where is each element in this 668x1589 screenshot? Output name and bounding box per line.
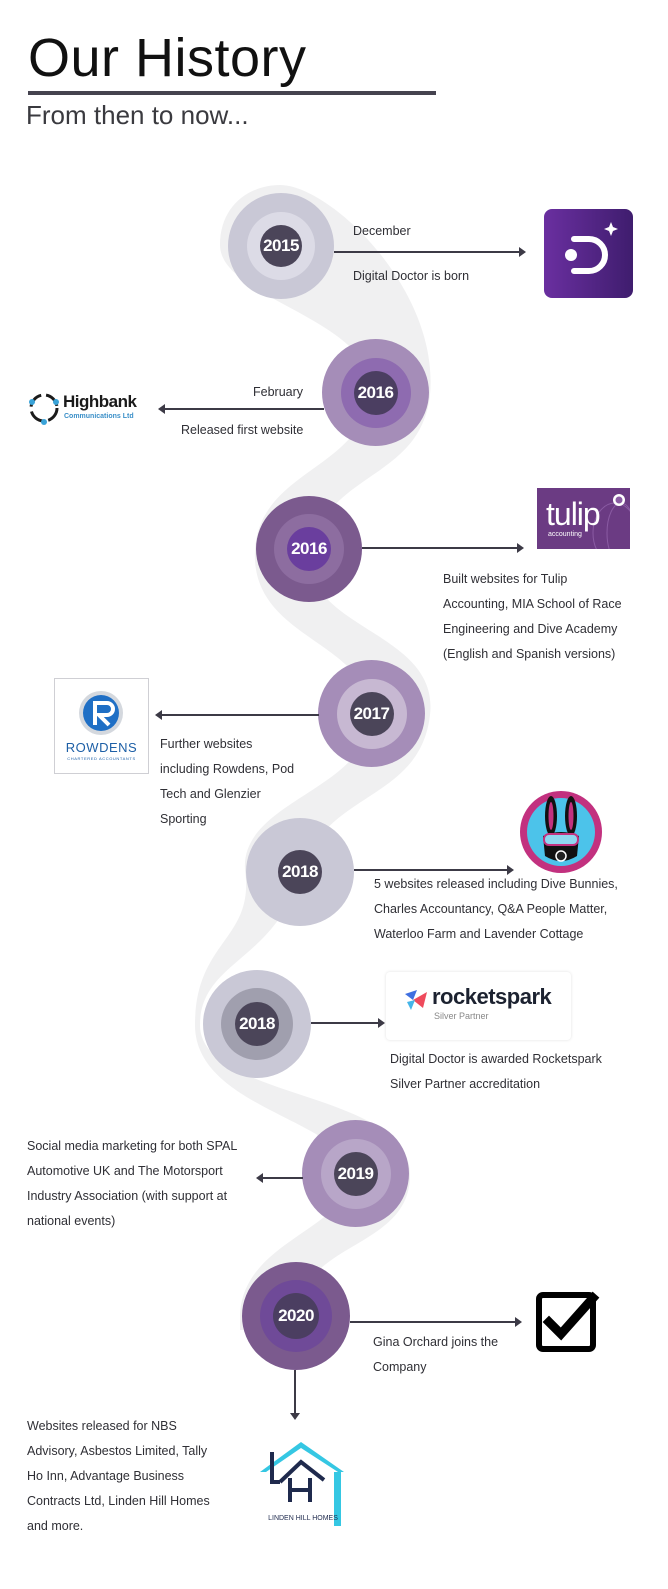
text-line: Built websites for Tulip (443, 572, 568, 586)
year-label: 2017 (349, 691, 394, 736)
arrow-right (334, 247, 526, 257)
text-line: Contracts Ltd, Linden Hill Homes (27, 1494, 210, 1508)
year-label: 2018 (235, 1002, 279, 1046)
dive-bunny-icon (520, 791, 602, 873)
rowdens-logo: ROWDENS CHARTERED ACCOUNTANTS (54, 678, 149, 774)
checkbox-check-icon (536, 1291, 600, 1352)
milestone-node-2016-february: 2016 (322, 339, 429, 446)
text-line: Industry Association (with support at (27, 1189, 228, 1203)
milestone-text: Gina Orchard joins the Company (373, 1330, 498, 1380)
text-line: Engineering and Dive Academy (443, 622, 618, 636)
tulip-title: tulip (546, 496, 601, 532)
milestone-text: Websites released for NBS Advisory, Asbe… (27, 1414, 210, 1539)
tulip-petal-icon (592, 494, 630, 549)
text-line: Digital Doctor is awarded Rocketspark (390, 1052, 602, 1066)
highbank-logo: Highbank Communications Ltd (27, 391, 139, 425)
text-line: Accounting, MIA School of Race (443, 597, 622, 611)
text-line: Waterloo Farm and Lavender Cottage (374, 927, 584, 941)
text-line: Social media marketing for both SPAL (27, 1139, 238, 1153)
text-line: and more. (27, 1519, 84, 1533)
year-label: 2020 (273, 1293, 319, 1339)
text-line: Advisory, Asbestos Limited, Tally (27, 1444, 208, 1458)
page-title: Our History (28, 28, 307, 88)
rowdens-emblem-icon (79, 691, 123, 735)
text-line: 5 websites released including Dive Bunni… (374, 877, 618, 891)
year-label: 2019 (333, 1151, 378, 1196)
text-line: Gina Orchard joins the (373, 1335, 499, 1349)
text-line: Sporting (160, 812, 207, 826)
arrow-right (354, 865, 514, 875)
text-line: Further websites (160, 737, 253, 751)
arrow-down (290, 1370, 300, 1420)
rowdens-title: ROWDENS (65, 740, 138, 755)
milestone-text: Digital Doctor is awarded Rocketspark Si… (390, 1047, 602, 1097)
text-line: (English and Spanish versions) (443, 647, 616, 661)
milestone-node-2018-a: 2018 (246, 818, 354, 926)
milestone-node-2019: 2019 (302, 1120, 409, 1227)
arrow-left (155, 710, 319, 720)
text-line: Ho Inn, Advantage Business (27, 1469, 185, 1483)
milestone-node-2015: 2015 (228, 193, 334, 299)
house-roof-icon (260, 1442, 344, 1526)
arrow-left (256, 1173, 303, 1183)
rocketspark-subtitle: Silver Partner (434, 1011, 489, 1021)
page-subtitle: From then to now... (26, 100, 249, 130)
text-line: Silver Partner accreditation (390, 1077, 541, 1091)
year-label: 2016 (353, 370, 398, 415)
milestone-node-2018-b: 2018 (203, 970, 311, 1078)
arrow-right (362, 543, 524, 553)
tulip-subtitle: accounting (548, 531, 582, 538)
tulip-logo: tulip accounting (537, 488, 630, 549)
rocketspark-logo: rocketspark Silver Partner (386, 972, 571, 1040)
highbank-title: Highbank (63, 392, 137, 411)
arrow-left (158, 404, 324, 414)
title-underline (28, 91, 436, 95)
milestone-text: 5 websites released including Dive Bunni… (374, 872, 618, 947)
arrow-right (350, 1317, 522, 1327)
checkbox-icon (535, 1290, 601, 1356)
year-label: 2016 (287, 527, 331, 571)
milestone-month: February (253, 385, 304, 399)
milestone-text: Digital Doctor is born (353, 269, 470, 283)
milestone-text: Built websites for Tulip Accounting, MIA… (443, 567, 622, 667)
digital-doctor-logo (544, 209, 633, 298)
year-label: 2018 (278, 850, 322, 894)
text-line: national events) (27, 1214, 116, 1228)
text-line: Charles Accountancy, Q&A People Matter, (374, 902, 608, 916)
linden-hill-homes-title: LINDEN HILL HOMES (268, 1515, 338, 1522)
milestone-node-2017: 2017 (318, 660, 425, 767)
milestone-node-2016: 2016 (256, 496, 362, 602)
text-line: including Rowdens, Pod (160, 762, 295, 776)
spine-path (195, 185, 431, 1330)
dive-bunnies-logo (519, 790, 603, 874)
arrow-right (311, 1018, 385, 1028)
highbank-subtitle: Communications Ltd (64, 413, 134, 420)
milestone-text: Further websites including Rowdens, Pod … (160, 732, 294, 832)
milestone-month: December (353, 224, 411, 238)
milestone-node-2020: 2020 (242, 1262, 350, 1370)
milestone-text: Released first website (181, 423, 304, 437)
text-line: Websites released for NBS (27, 1419, 177, 1433)
rocketspark-mark-icon (405, 990, 427, 1010)
rowdens-subtitle: CHARTERED ACCOUNTANTS (67, 756, 136, 761)
text-line: Company (373, 1360, 427, 1374)
year-label: 2015 (260, 225, 302, 267)
linden-hill-homes-logo: LINDEN HILL HOMES (258, 1440, 348, 1530)
milestone-text: Social media marketing for both SPAL Aut… (27, 1134, 237, 1234)
text-line: Tech and Glenzier (160, 787, 261, 801)
text-line: Automotive UK and The Motorsport (27, 1164, 223, 1178)
digital-doctor-mark-icon (565, 222, 618, 274)
rocketspark-title: rocketspark (432, 984, 552, 1009)
highbank-ring-icon (29, 393, 59, 425)
